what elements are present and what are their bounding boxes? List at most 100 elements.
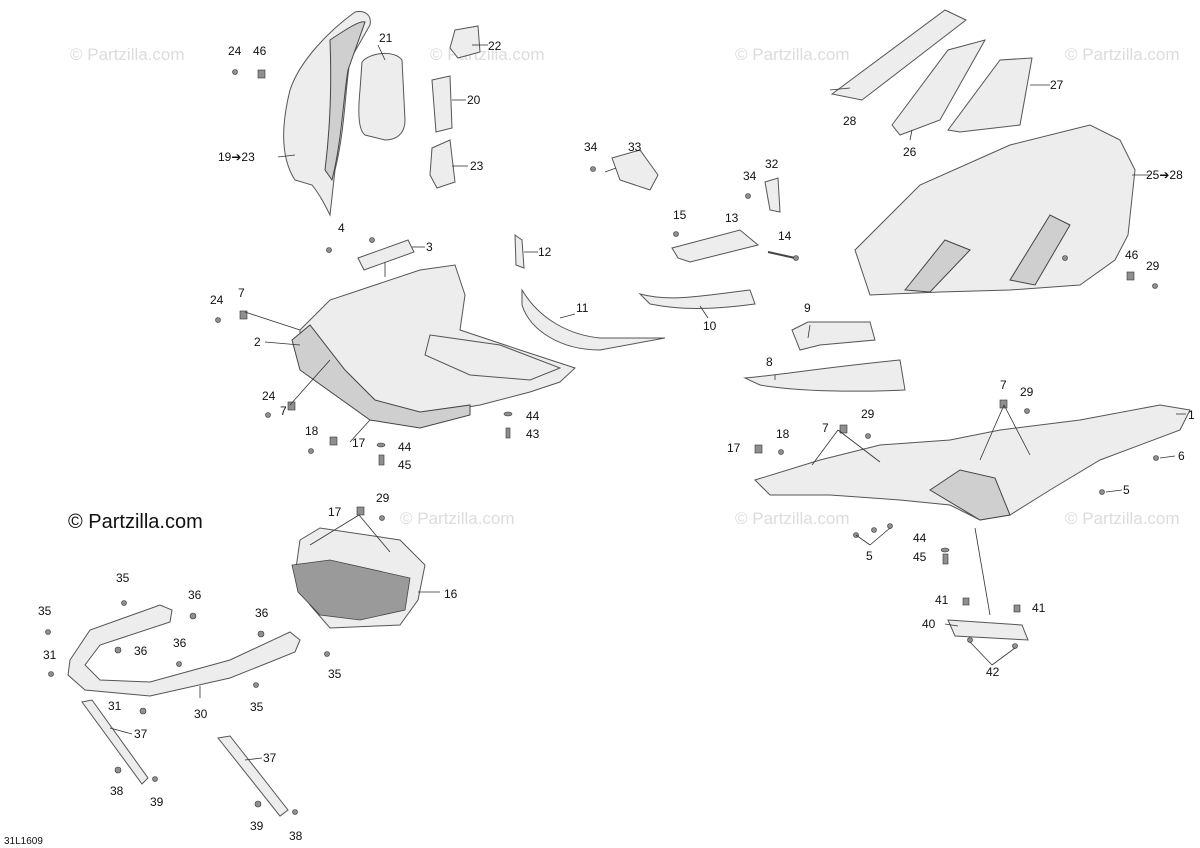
callout-18b: 18 [776,427,790,441]
callout-15: 15 [673,208,687,222]
piece-23 [429,139,456,189]
leader-lines [109,44,1186,761]
callout-34a: 34 [584,140,598,154]
callout-29d: 29 [376,491,390,505]
callout-6: 6 [1178,449,1185,463]
watermark: © Partzilla.com [1065,509,1180,528]
callout-29a: 29 [1146,259,1160,273]
large-side-panel-part [854,124,1136,296]
callout-10: 10 [703,319,717,333]
part-13 [671,229,760,263]
bracket-37b [217,735,289,817]
callout-41b: 41 [1032,601,1046,615]
piece-20 [431,75,453,133]
callout-1: 1 [1188,408,1195,422]
callout-36d: 36 [173,636,187,650]
part-10 [638,289,756,309]
callout-31b: 31 [108,699,122,713]
callout-4: 4 [338,221,345,235]
callout-45a: 45 [398,458,412,472]
callout-32: 32 [765,157,779,171]
part-33 [611,149,659,191]
callout-24c: 24 [262,389,276,403]
callout-12: 12 [538,245,552,259]
fasteners [45,69,1159,815]
callout-34b: 34 [743,169,757,183]
callout-21: 21 [379,31,393,45]
callout-39b: 39 [250,819,264,833]
part-12 [514,234,525,269]
callout-5a: 5 [1123,483,1130,497]
callout-29c: 29 [861,407,875,421]
right-footrest-part [754,404,1191,521]
callout-45b: 45 [913,550,927,564]
callout-17b: 17 [727,441,741,455]
callout-30: 30 [194,707,208,721]
part-32 [764,177,781,213]
callout-17c: 17 [328,505,342,519]
callout-24a: 24 [228,44,242,58]
callout-26: 26 [903,145,917,159]
watermark: © Partzilla.com [70,45,185,64]
callout-7a: 7 [238,286,245,300]
callout-35d: 35 [250,700,264,714]
callout-7d: 7 [822,421,829,435]
callout-46b: 46 [1125,248,1139,262]
front-grille-part [291,527,426,629]
callout-39a: 39 [150,795,164,809]
callout-13: 13 [725,211,739,225]
callout-17a: 17 [352,436,366,450]
callout-5b: 5 [866,549,873,563]
callout-37b: 37 [263,751,277,765]
callout-44a: 44 [398,440,412,454]
callout-40: 40 [922,617,936,631]
callout-36c: 36 [255,606,269,620]
callout-7b: 7 [280,404,287,418]
watermark: © Partzilla.com [735,45,850,64]
callout-9: 9 [804,301,811,315]
callout-38b: 38 [289,829,303,843]
callout-35c: 35 [328,667,342,681]
callout-46a: 46 [253,44,267,58]
callout-42: 42 [986,665,1000,679]
callout-20: 20 [467,93,481,107]
bumper-30-part [67,604,301,697]
callout-2: 2 [254,335,261,349]
callout-3: 3 [426,240,433,254]
panel-27 [947,57,1033,133]
callout-36a: 36 [188,588,202,602]
panel-28 [830,9,967,101]
callout-37a: 37 [134,727,148,741]
callout-43: 43 [526,427,540,441]
callout-35a: 35 [116,571,130,585]
callout-36b: 36 [134,644,148,658]
callout-44b: 44 [526,409,540,423]
callout-19: 19➔23 [218,150,255,164]
watermark: © Partzilla.com [1065,45,1180,64]
callout-38a: 38 [110,784,124,798]
callout-7c: 7 [1000,378,1007,392]
plate-40 [947,619,1029,641]
callout-25: 25➔28 [1146,168,1183,182]
callout-11: 11 [576,301,589,315]
callout-33: 33 [628,140,642,154]
callout-14: 14 [778,229,792,243]
panel-26 [891,39,987,136]
callout-35b: 35 [38,604,52,618]
piece-22 [449,25,481,59]
side-panel-part [283,11,371,217]
copyright-text: © Partzilla.com [68,511,203,533]
diagram-code: 31L1609 [4,836,43,847]
callout-22: 22 [488,39,502,53]
watermark: © Partzilla.com [735,509,850,528]
callout-27: 27 [1050,78,1064,92]
callout-44c: 44 [913,531,927,545]
callout-16: 16 [444,587,458,601]
part-11 [521,288,666,351]
callout-24b: 24 [210,293,224,307]
callout-29b: 29 [1020,385,1034,399]
bracket-3 [357,239,415,271]
lower-tray-part [291,264,576,429]
